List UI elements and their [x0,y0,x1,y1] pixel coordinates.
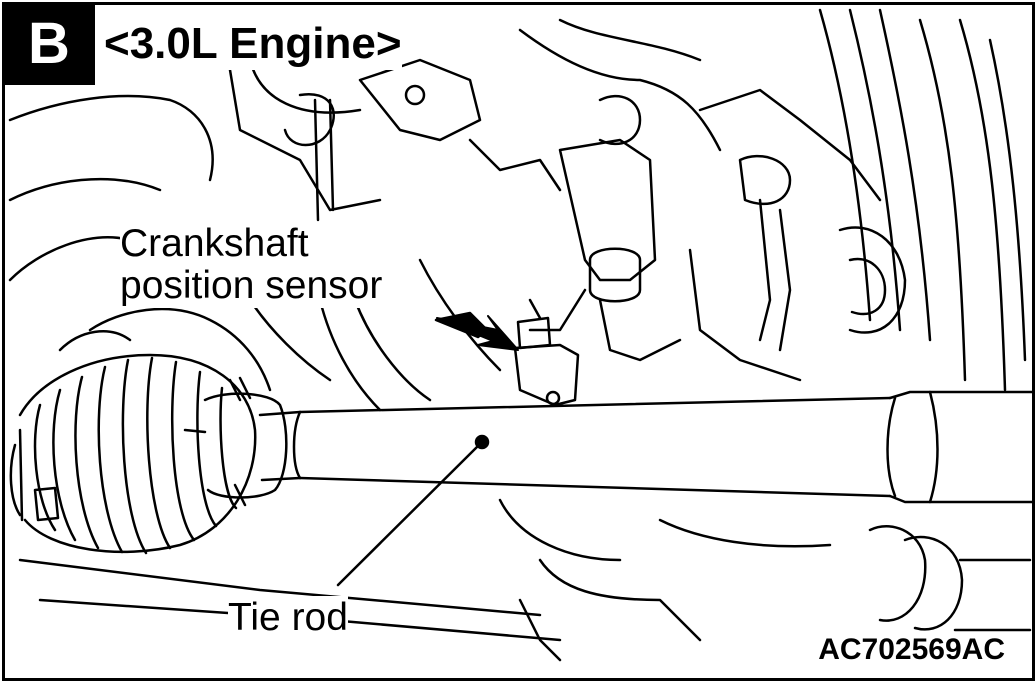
tie-rod-label: Tie rod [228,596,348,640]
crankshaft-position-sensor [513,298,580,407]
tie-rod-leader-line [336,440,484,587]
sensor-bracket [528,138,682,362]
boot-clamp [183,376,288,507]
crankshaft-sensor-label-line2: position sensor [120,264,383,308]
crankshaft-sensor-label-line1: Crankshaft [120,222,309,266]
steering-boot [9,353,257,555]
figure-badge: B [3,3,95,85]
figure-code: AC702569AC [816,633,1007,667]
sensor-pointer-arrow [434,311,519,351]
sensor-leader-line [353,298,432,402]
figure-title: <3.0L Engine> [104,18,402,70]
engine-background-outlines [8,8,1027,412]
tie-rod [258,390,1035,504]
